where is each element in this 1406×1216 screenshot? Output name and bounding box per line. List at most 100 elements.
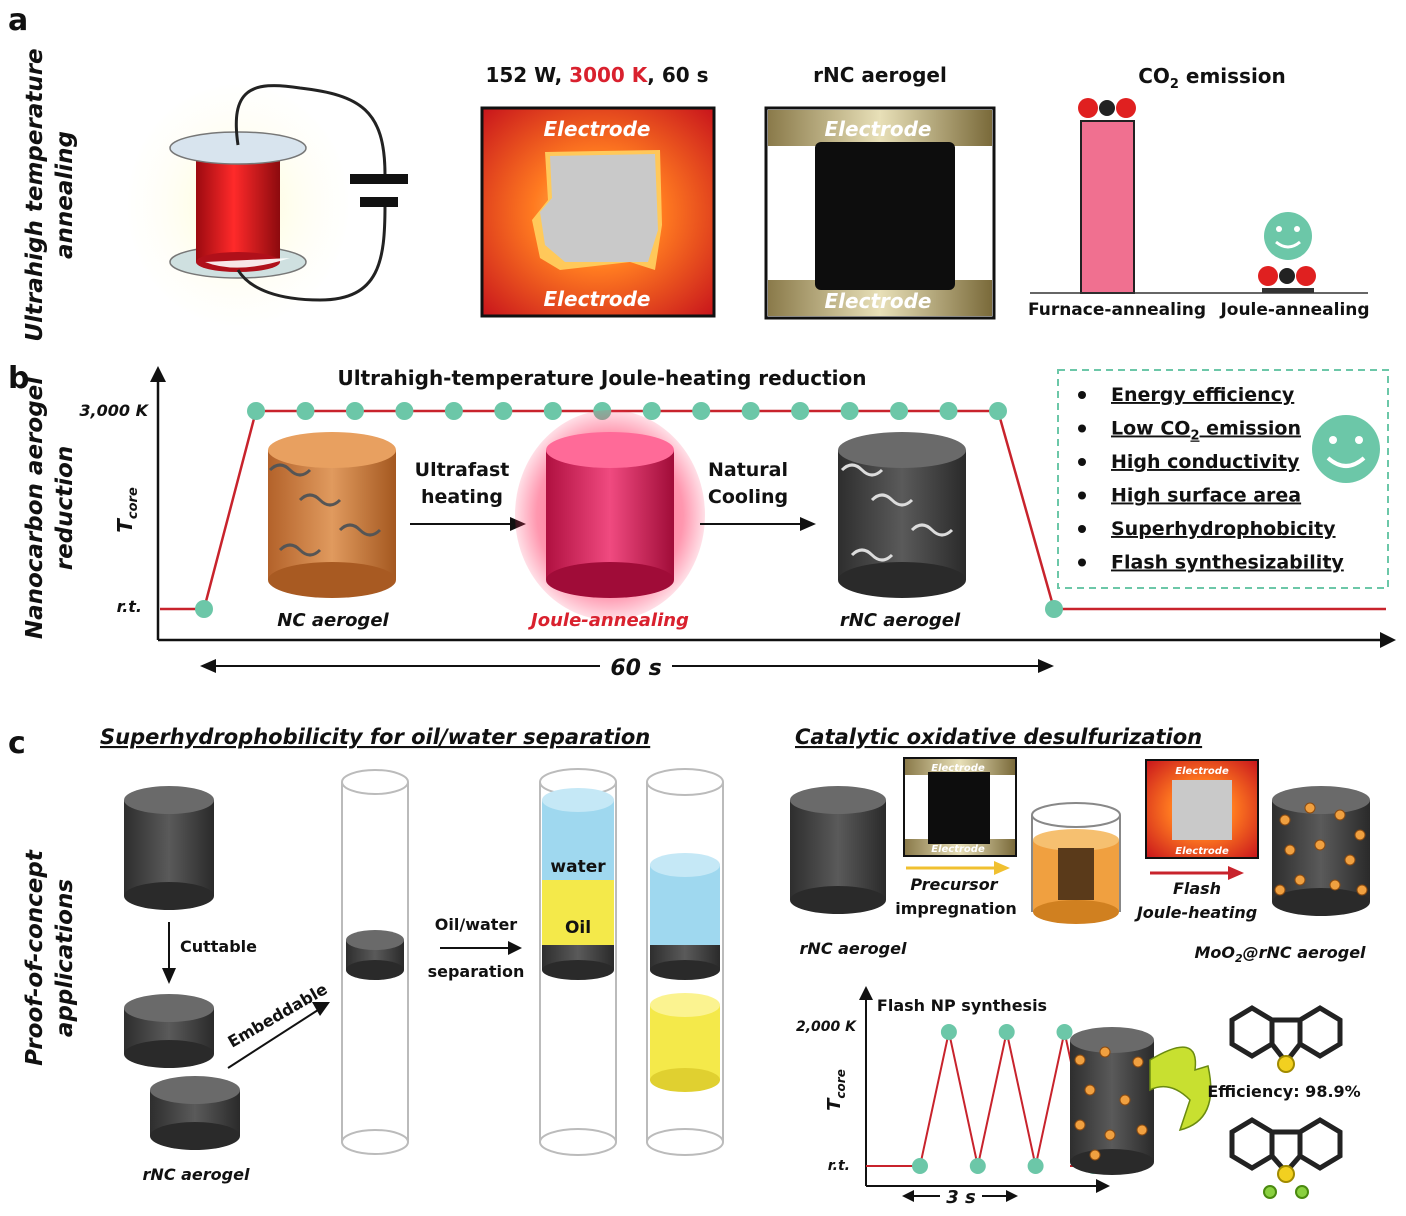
profile-marker: [247, 402, 265, 420]
np-marker: [912, 1158, 928, 1174]
flash-label-line1: Flash: [1173, 879, 1221, 898]
benefits-dashed-frame: [1057, 369, 1389, 589]
profile-marker: [890, 402, 909, 420]
embeddable-label: Embeddable: [225, 979, 331, 1051]
np-marker: [969, 1158, 986, 1174]
rnc-aerogel-block: [790, 786, 886, 914]
profile-marker: [1045, 600, 1063, 618]
rnc-aerogel-illustration: [838, 432, 966, 598]
cuttable-label: Cuttable: [180, 937, 257, 956]
moo2-aerogel-reaction: [1070, 1027, 1212, 1175]
benefit-item: Low CO2 emission: [1111, 418, 1301, 444]
benefit-item: Flash synthesizability: [1111, 552, 1344, 574]
benefit-item: High conductivity: [1111, 451, 1300, 473]
np-y-axis-arrowhead: [859, 986, 873, 1000]
np-markers: [912, 1024, 1102, 1174]
heat-electrode-top-label: Electrode: [544, 117, 651, 141]
glass-tube-water-oil: [539, 768, 617, 1156]
small-electrode-top: Electrode: [931, 763, 985, 774]
panel-c-side-label-line1: Proof-of-concept: [22, 849, 48, 1066]
np-time-arrowhead-right: [1006, 1190, 1018, 1202]
svg-text:Tcore: Tcore: [824, 1069, 848, 1111]
joule-annealing-label: Joule-annealing: [528, 610, 689, 631]
arrow-natural-cooling-head: [800, 517, 816, 531]
profile-y-tick-top: 3,000 K: [79, 401, 149, 420]
benefit-bullet: [1078, 558, 1086, 567]
co2-emission-chart: CO2 emission Furnace-annealing Joule-ann…: [1028, 64, 1370, 320]
panel-b-side-label: Nanocarbon aerogel reduction: [22, 376, 78, 639]
profile-marker: [989, 402, 1007, 420]
profile-marker: [939, 402, 958, 420]
efficiency-label: Efficiency: 98.9%: [1207, 1082, 1360, 1101]
panel-b-side-label-line1: Nanocarbon aerogel: [22, 376, 48, 639]
co2-label-furnace: Furnace-annealing: [1028, 300, 1206, 320]
dibenzothiophene-molecule-icon: [1229, 1005, 1343, 1073]
profile-marker: [296, 402, 315, 420]
profile-marker: [791, 402, 810, 420]
small-flash-heating-image: Electrode Electrode: [1145, 759, 1259, 859]
flash-electrode-top: Electrode: [1175, 766, 1229, 777]
profile-marker: [494, 402, 513, 420]
co2-label-joule: Joule-annealing: [1219, 300, 1369, 320]
flash-label-line2: Joule-heating: [1134, 903, 1257, 922]
benefit-bullet: [1078, 391, 1086, 399]
co2-molecule-icon: [1078, 98, 1136, 118]
np-y-tick-top: 2,000 K: [796, 1019, 857, 1035]
panel-c-side-label: Proof-of-concept applications: [22, 849, 78, 1066]
flash-np-synthesis-chart: Flash NP synthesis 2,000 K r.t. Tcore 3 …: [796, 986, 1110, 1208]
profile-marker: [444, 402, 463, 420]
panel-c-side-label-line2: applications: [52, 879, 78, 1037]
joule-heating-image: 152 W, 3000 K, 60 s Electrode Electrode: [480, 63, 716, 318]
water-label: water: [550, 857, 606, 877]
oil-water-section-title: Superhydrophobilicity for oil/water sepa…: [100, 725, 650, 749]
smiley-icon: [1312, 415, 1380, 483]
panel-a-side-label: Ultrahigh temperature annealing: [22, 48, 78, 341]
arrow-embeddable-head: [312, 1002, 330, 1016]
panel-b-letter: b: [8, 361, 29, 396]
dibenzothiophene-sulfone-molecule-icon: [1229, 1117, 1343, 1199]
heat-image-title: 152 W, 3000 K, 60 s: [485, 63, 708, 87]
np-marker: [998, 1024, 1015, 1040]
profile-chart-title: Ultrahigh-temperature Joule-heating redu…: [338, 366, 867, 390]
rnc-electrode-top-label: Electrode: [825, 117, 932, 141]
oil-label: Oil: [565, 918, 591, 938]
moo2-rnc-label: MoO2@rNC aerogel: [1194, 943, 1366, 965]
joule-heater-illustration: [128, 84, 408, 325]
heat-electrode-bottom-label: Electrode: [544, 287, 651, 311]
small-rnc-electrode-image: Electrode Electrode: [903, 757, 1017, 857]
nc-aerogel-label: NC aerogel: [277, 610, 389, 631]
profile-y-tick-bottom: r.t.: [117, 597, 142, 616]
arrow-cuttable-head: [162, 968, 176, 984]
np-time-arrowhead-left: [902, 1190, 914, 1202]
benefit-item: Superhydrophobicity: [1111, 518, 1336, 540]
profile-marker: [840, 402, 859, 420]
small-electrode-bottom: Electrode: [931, 844, 985, 855]
np-x-axis-arrowhead: [1096, 1179, 1110, 1193]
np-y-axis-label: Tcore: [824, 1069, 848, 1111]
benefit-bullet: [1078, 424, 1086, 433]
nc-aerogel-illustration: [268, 432, 396, 598]
separation-label-line2: separation: [428, 962, 525, 981]
rnc-aerogel-label: rNC aerogel: [840, 610, 961, 631]
right-rnc-label: rNC aerogel: [800, 939, 907, 958]
smiley-icon: [1264, 212, 1312, 260]
time-arrowhead-left: [200, 659, 216, 673]
rnc-electrode-bottom-label: Electrode: [825, 289, 932, 313]
arrow-precursor-head: [994, 861, 1010, 875]
precursor-beaker: [1031, 802, 1121, 924]
moo2-rnc-aerogel-block: [1272, 786, 1370, 916]
panel-a-letter: a: [8, 3, 28, 38]
rnc-aerogel-image: rNC aerogel Electrode Electrode: [764, 63, 996, 320]
benefit-bullet: [1078, 491, 1086, 500]
np-marker: [1056, 1024, 1073, 1040]
benefit-bullet: [1078, 458, 1086, 466]
np-y-tick-bottom: r.t.: [828, 1158, 850, 1174]
step-natural-line2: Cooling: [708, 486, 788, 508]
np-time-label: 3 s: [946, 1187, 976, 1208]
profile-marker: [395, 402, 414, 420]
profile-marker: [692, 402, 711, 420]
rnc-aerogel-piece: [124, 994, 214, 1068]
co2-bar-furnace: [1080, 120, 1135, 294]
